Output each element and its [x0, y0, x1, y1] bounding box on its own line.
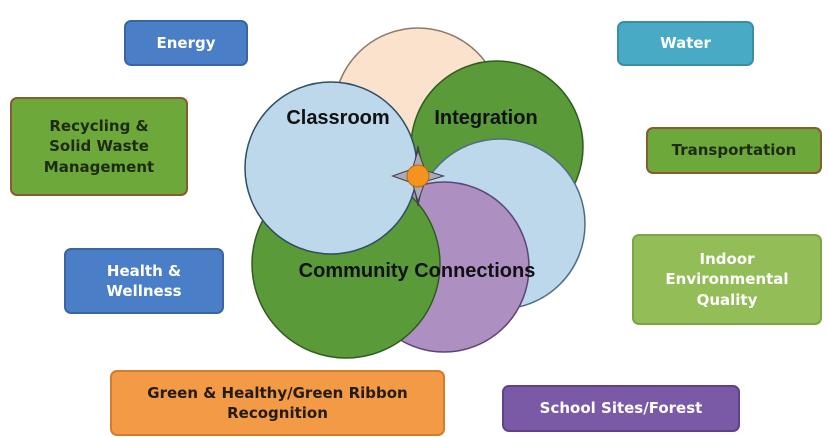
classroom-label: Classroom: [286, 107, 389, 129]
recognition-box: Green & Healthy/Green Ribbon Recognition: [110, 370, 445, 436]
health-label: Health & Wellness: [106, 261, 182, 300]
school-sites-box: School Sites/Forest: [502, 385, 740, 432]
health-box: Health & Wellness: [64, 248, 224, 314]
school-sites-label: School Sites/Forest: [539, 399, 703, 418]
energy-label: Energy: [156, 33, 216, 52]
sun-icon: [391, 145, 446, 207]
transportation-box: Transportation: [646, 127, 822, 174]
transportation-label: Transportation: [671, 141, 797, 160]
water-box: Water: [617, 21, 754, 66]
recognition-label: Green & Healthy/Green Ribbon Recognition: [147, 383, 408, 422]
recycling-label: Recycling & Solid Waste Management: [43, 117, 155, 176]
water-label: Water: [660, 34, 711, 53]
energy-box: Energy: [124, 20, 248, 66]
community-connections-label: Community Connections: [299, 260, 536, 282]
integration-label: Integration: [434, 107, 537, 129]
indoor-quality-box: Indoor Environmental Quality: [632, 234, 822, 325]
recycling-box: Recycling & Solid Waste Management: [10, 97, 188, 196]
indoor-quality-label: Indoor Environmental Quality: [665, 250, 789, 309]
